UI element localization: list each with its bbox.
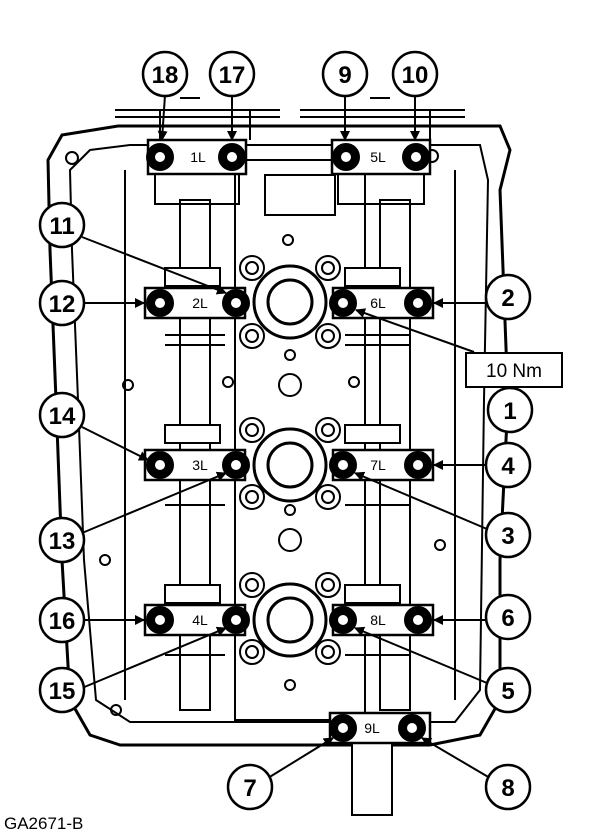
leader-lines (81, 94, 491, 779)
bolt-6 (404, 606, 432, 634)
callout-15 (38, 666, 86, 714)
leader-18 (157, 94, 168, 141)
bolt-15 (222, 606, 250, 634)
callout-6 (484, 593, 532, 641)
callout-number-9: 9 (338, 62, 351, 89)
bolt-13 (222, 451, 250, 479)
callout-number-18: 18 (152, 62, 179, 89)
callout-number-15: 15 (49, 678, 76, 705)
bolt-1 (329, 289, 357, 317)
callout-number-1: 1 (503, 398, 516, 425)
cap-label-9l: 9L (364, 720, 380, 736)
bolt-14 (146, 451, 174, 479)
cap-label-2l: 2L (192, 295, 208, 311)
leader-11 (81, 236, 227, 295)
callout-number-10: 10 (402, 62, 429, 89)
callout-number-16: 16 (49, 608, 76, 635)
callout-3 (484, 511, 532, 559)
leader-14 (81, 426, 149, 461)
cap-label-1l: 1L (190, 149, 206, 165)
callout-number-4: 4 (501, 453, 515, 480)
cap-bases (154, 173, 425, 205)
bearing-cap-bolts (146, 143, 432, 742)
camshaft-bearing-cap-tightening-diagram: 1L 2L 3L 4L 5L 6L 7L 8L 9L (38, 50, 563, 816)
bolt-4 (404, 451, 432, 479)
callout-16 (38, 596, 86, 644)
figure-id-label: GA2671-B (4, 814, 84, 833)
callout-5 (484, 666, 532, 714)
callout-number-7: 7 (243, 775, 256, 802)
cap-label-5l: 5L (370, 149, 386, 165)
head-holes (65, 149, 446, 716)
callout-number-13: 13 (49, 528, 76, 555)
cap-label-6l: 6L (370, 295, 386, 311)
callout-10 (391, 50, 439, 98)
bolt-16 (146, 606, 174, 634)
torque-spec-label: 10 Nm (486, 361, 542, 382)
bolt-2 (404, 289, 432, 317)
cam-lobes (164, 267, 401, 604)
bolt-5 (329, 606, 357, 634)
callout-14 (38, 391, 86, 439)
leader-3 (354, 471, 488, 530)
bolt-17 (218, 143, 246, 171)
cap-label-3l: 3L (192, 457, 208, 473)
callout-4 (484, 441, 532, 489)
callout-7 (226, 763, 274, 811)
spark-plug-wells (252, 264, 328, 658)
bolt-3 (329, 451, 357, 479)
leader-5 (354, 626, 488, 684)
callout-number-3: 3 (501, 523, 514, 550)
callout-number-14: 14 (49, 403, 76, 430)
callout-9 (321, 50, 369, 98)
callout-number-8: 8 (501, 775, 514, 802)
bolt-18 (146, 143, 174, 171)
cap-label-4l: 4L (192, 612, 208, 628)
callout-number-12: 12 (49, 291, 76, 318)
leader-7 (267, 737, 334, 779)
callout-1 (486, 386, 534, 434)
sequence-callouts (38, 50, 534, 811)
leader-13 (81, 471, 227, 534)
callout-11 (38, 201, 86, 249)
callout-2 (484, 273, 532, 321)
callout-number-2: 2 (501, 285, 514, 312)
callout-number-17: 17 (219, 62, 246, 89)
leader-15 (81, 626, 227, 689)
callout-12 (38, 279, 86, 327)
leader-1 (355, 308, 475, 353)
callout-number-11: 11 (49, 213, 74, 240)
callout-number-6: 6 (501, 605, 514, 632)
callout-8 (484, 763, 532, 811)
leader-8 (421, 737, 491, 779)
callout-18 (141, 50, 189, 98)
bolt-10 (402, 143, 430, 171)
bolt-11 (222, 289, 250, 317)
sprocket-teeth (115, 97, 465, 140)
callout-17 (208, 50, 256, 98)
bolt-8 (398, 714, 426, 742)
cap-label-7l: 7L (370, 457, 386, 473)
callout-13 (38, 516, 86, 564)
bolt-12 (146, 289, 174, 317)
callout-number-5: 5 (501, 678, 514, 705)
bolt-7 (329, 714, 357, 742)
sequence-callout-numbers: 18 17 9 10 11 12 2 1 14 4 13 3 16 6 15 5… (49, 62, 517, 802)
torque-spec-box (465, 352, 563, 388)
bolt-9 (332, 143, 360, 171)
valve-springs (239, 255, 341, 665)
cap-label-8l: 8L (370, 612, 386, 628)
